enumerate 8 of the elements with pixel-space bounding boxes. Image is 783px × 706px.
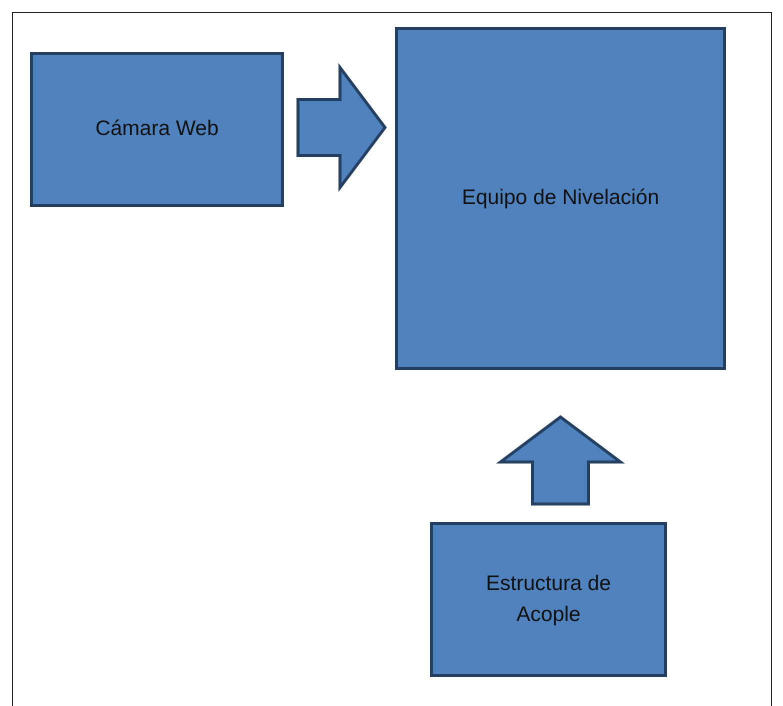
process-box bbox=[395, 27, 726, 370]
process-box bbox=[430, 522, 667, 677]
process-box bbox=[30, 52, 284, 207]
box-label: Equipo de Nivelación bbox=[462, 185, 660, 212]
box-label: Cámara Web bbox=[95, 116, 219, 142]
block-arrow bbox=[296, 63, 387, 192]
block-arrow bbox=[496, 415, 625, 506]
box-label: Estructura de Acople bbox=[485, 571, 612, 628]
